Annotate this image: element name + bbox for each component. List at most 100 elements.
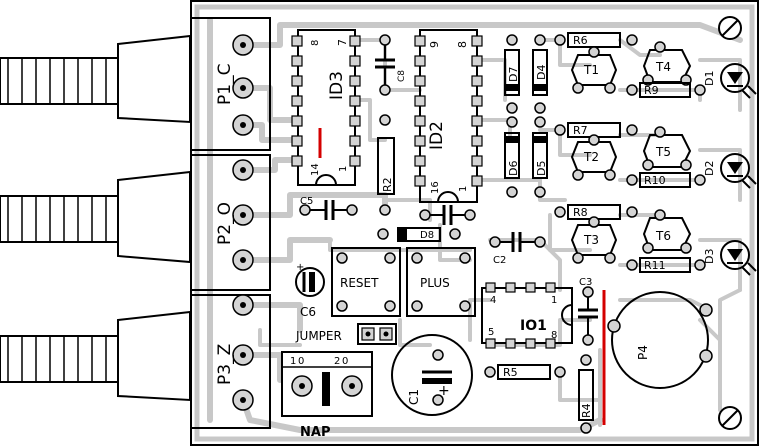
capacitor-c2-label: C2 (493, 255, 506, 266)
transistor-t6-label: T6 (655, 229, 671, 243)
capacitor-c5-label: C5 (300, 196, 313, 207)
ic-id3-pin1: 1 (338, 166, 349, 172)
resistor-r8: R8 (554, 204, 638, 220)
diode-d5: D5 (532, 116, 548, 198)
resistor-r7-label: R7 (573, 124, 588, 137)
ic-io1: IO1 4 1 5 8 (481, 282, 573, 349)
ic-id2: ID2 9 8 16 1 (414, 29, 483, 203)
potentiometer-p1 (0, 34, 191, 124)
ic-id3-pin8: 8 (310, 40, 321, 46)
power-pin-2: 2 (334, 356, 340, 367)
power-label: NAP (300, 425, 330, 440)
resistor-r11: R11 (626, 257, 706, 273)
ic-id3-pin7: 7 (336, 39, 349, 46)
resistor-r4: R4 (578, 354, 594, 434)
mounting-hole-top-icon (718, 16, 742, 40)
transistor-t5-label: T5 (655, 145, 671, 159)
resistor-r2-label: R2 (381, 177, 394, 192)
diode-d8-label: D8 (420, 230, 434, 241)
diode-d6: D6 (504, 116, 520, 198)
ic-id3: ID3 8 7 14 1 (291, 29, 361, 186)
transistor-t1: T1 (570, 46, 618, 94)
resistor-r5: R5 (484, 364, 566, 380)
resistor-r7: R7 (554, 122, 638, 138)
board-outline (190, 0, 759, 446)
capacitor-c1: + C1 (391, 334, 473, 416)
ic-id2-pin1: 1 (458, 186, 469, 192)
ic-id2-pin16: 16 (430, 181, 441, 194)
diode-d4-label: D4 (535, 65, 548, 80)
jumper-label: JUMPER (295, 329, 342, 343)
resistor-r9: R9 (626, 82, 706, 98)
power-connector-nap: 1 0 2 0 NAP (281, 351, 373, 440)
ic-id2-pin8: 8 (456, 41, 469, 48)
resistor-r10: R10 (626, 172, 706, 188)
resistor-r4-label: R4 (580, 403, 593, 418)
switch-plus: PLUS (406, 247, 476, 317)
transistor-t6: T6 (642, 209, 692, 254)
switch-reset-label: RESET (340, 276, 379, 290)
ic-id2-label: ID2 (427, 121, 447, 150)
ic-io1-pin8: 8 (551, 330, 557, 341)
power-pin-sep: 0 (298, 356, 304, 367)
resistor-r11-label: R11 (644, 259, 666, 272)
capacitor-c3-label: C3 (579, 277, 592, 288)
led-d3-label: D3 (703, 249, 716, 264)
capacitor-c5: C5 (299, 196, 358, 220)
transistor-t2: T2 (570, 134, 618, 181)
capacitor-c8: C8 (375, 34, 407, 96)
led-d2-label: D2 (703, 161, 716, 176)
board-inner-border (194, 4, 755, 442)
diode-d4: D4 (532, 34, 548, 114)
transistor-t5: T5 (642, 126, 692, 171)
resistor-r2: R2 (377, 114, 395, 216)
connector-p1: P1_C (191, 17, 271, 151)
ic-io1-label: IO1 (520, 318, 547, 334)
ic-id3-label: ID3 (327, 71, 347, 100)
capacitor-c1-plus: + (438, 383, 450, 399)
connector-p2-label: P2_O (215, 202, 235, 245)
transistor-t3-label: T3 (583, 233, 599, 247)
mounting-hole-bottom-icon (718, 406, 742, 430)
resistor-r9-label: R9 (644, 84, 659, 97)
ic-io1-pin1: 1 (551, 295, 557, 306)
resistor-r6-label: R6 (573, 34, 588, 47)
led-d1-label: D1 (703, 71, 716, 86)
ic-id2-pin9: 9 (428, 41, 441, 48)
ic-id3-pin14: 14 (310, 163, 321, 176)
ic-io1-pin5: 5 (488, 327, 494, 338)
transistor-t2-label: T2 (583, 150, 599, 164)
jumper-header: JUMPER (295, 323, 397, 345)
potentiometer-p2 (0, 170, 191, 264)
capacitor-c2: C2 (489, 232, 546, 266)
capacitor-c6: + C6 (295, 262, 325, 319)
diode-d6-label: D6 (507, 161, 520, 176)
capacitor-c3: C3 (578, 277, 598, 346)
switch-reset: RESET (331, 247, 401, 317)
switch-plus-label: PLUS (420, 276, 450, 290)
diode-d5-label: D5 (535, 161, 548, 176)
capacitor-c1-label: C1 (407, 389, 421, 405)
capacitor-c8-label: C8 (397, 70, 407, 82)
connector-p1-label: P1_C (215, 64, 235, 105)
transistor-t3: T3 (570, 216, 618, 264)
diode-d8: D8 (377, 227, 461, 242)
connector-p3-label: P3_Z (215, 344, 235, 385)
led-d2: D2 (703, 153, 757, 189)
potentiometer-p3 (0, 310, 191, 402)
trimmer-p4-label: P4 (636, 345, 650, 360)
power-pin-1: 1 (290, 356, 296, 367)
resistor-r5-label: R5 (503, 366, 518, 379)
ic-io1-pin4: 4 (490, 295, 496, 306)
transistor-t4-label: T4 (655, 60, 671, 74)
led-d3: D3 (703, 240, 757, 276)
trimmer-p4: P4 (607, 291, 713, 389)
resistor-r10-label: R10 (644, 174, 666, 187)
connector-p3: P3_Z (191, 294, 271, 429)
led-d1: D1 (703, 63, 757, 99)
power-pin-2-sep: 0 (342, 356, 348, 367)
resistor-r8-label: R8 (573, 206, 588, 219)
capacitor-c7 (419, 205, 476, 225)
transistor-t1-label: T1 (583, 63, 599, 77)
